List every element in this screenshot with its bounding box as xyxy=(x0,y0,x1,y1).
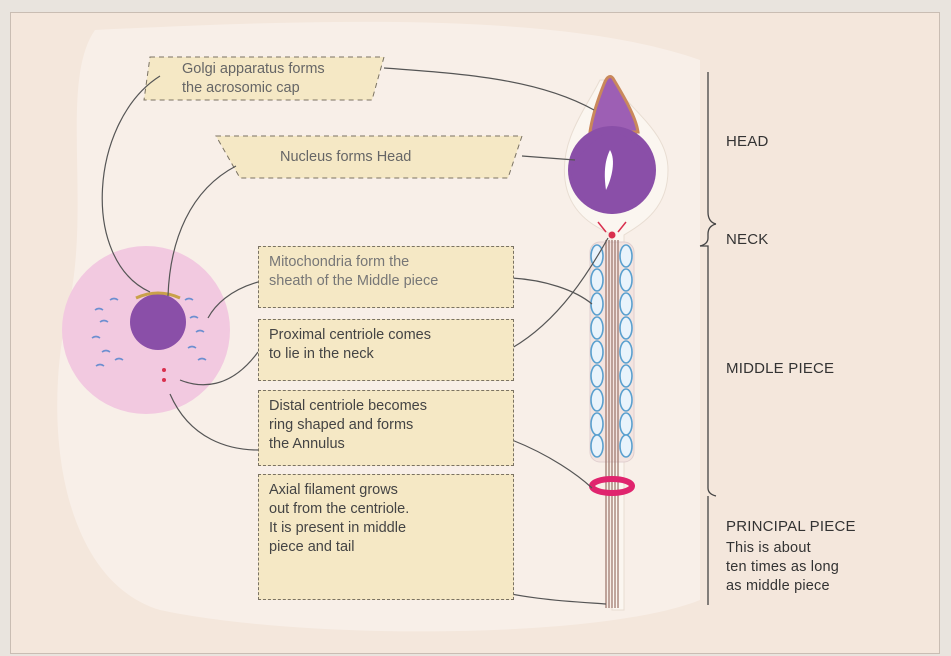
region-brackets xyxy=(700,72,716,605)
principal-note-line-1: This is about xyxy=(726,539,839,558)
mito-label-line-2: sheath of the Middle piece xyxy=(269,272,503,291)
proximal-centriole-label: Proximal centriole comes to lie in the n… xyxy=(258,319,514,381)
golgi-label-line-1: Golgi apparatus forms xyxy=(182,60,325,79)
proximal-centriole xyxy=(609,232,616,239)
middle-piece-region-label: MIDDLE PIECE xyxy=(726,360,834,377)
axial-label-line-1: Axial filament grows xyxy=(269,481,503,500)
mitochondria-label: Mitochondria form the sheath of the Midd… xyxy=(258,246,514,308)
principal-piece-region-label: PRINCIPAL PIECE xyxy=(726,518,856,535)
head-bracket xyxy=(708,72,716,224)
nucleus-label: Nucleus forms Head xyxy=(280,148,411,167)
distal-centriole-label: Distal centriole becomes ring shaped and… xyxy=(258,390,514,466)
neck-bracket xyxy=(700,224,716,246)
distal-label-line-2: ring shaped and forms xyxy=(269,416,503,435)
spermatid-cell xyxy=(62,246,230,414)
axial-label-line-3: It is present in middle xyxy=(269,519,503,538)
proximal-label-line-1: Proximal centriole comes xyxy=(269,326,503,345)
head-region-label: HEAD xyxy=(726,133,768,150)
cell-centriole-2 xyxy=(162,378,166,382)
distal-label-line-3: the Annulus xyxy=(269,435,503,454)
axial-label-line-4: piece and tail xyxy=(269,538,503,557)
proximal-label-line-2: to lie in the neck xyxy=(269,345,503,364)
distal-label-line-1: Distal centriole becomes xyxy=(269,397,503,416)
golgi-label-line-2: the acrosomic cap xyxy=(182,79,325,98)
neck-region-label: NECK xyxy=(726,231,768,248)
principal-note-line-2: ten times as long xyxy=(726,558,839,577)
golgi-label: Golgi apparatus forms the acrosomic cap xyxy=(182,60,325,98)
middle-bracket xyxy=(700,246,716,496)
axial-filament-label: Axial filament grows out from the centri… xyxy=(258,474,514,600)
principal-note-line-3: as middle piece xyxy=(726,577,839,596)
axial-label-line-2: out from the centriole. xyxy=(269,500,503,519)
mito-label-line-1: Mitochondria form the xyxy=(269,253,503,272)
cell-centriole-1 xyxy=(162,368,166,372)
cell-nucleus xyxy=(130,294,186,350)
principal-piece-note: This is about ten times as long as middl… xyxy=(726,539,839,596)
